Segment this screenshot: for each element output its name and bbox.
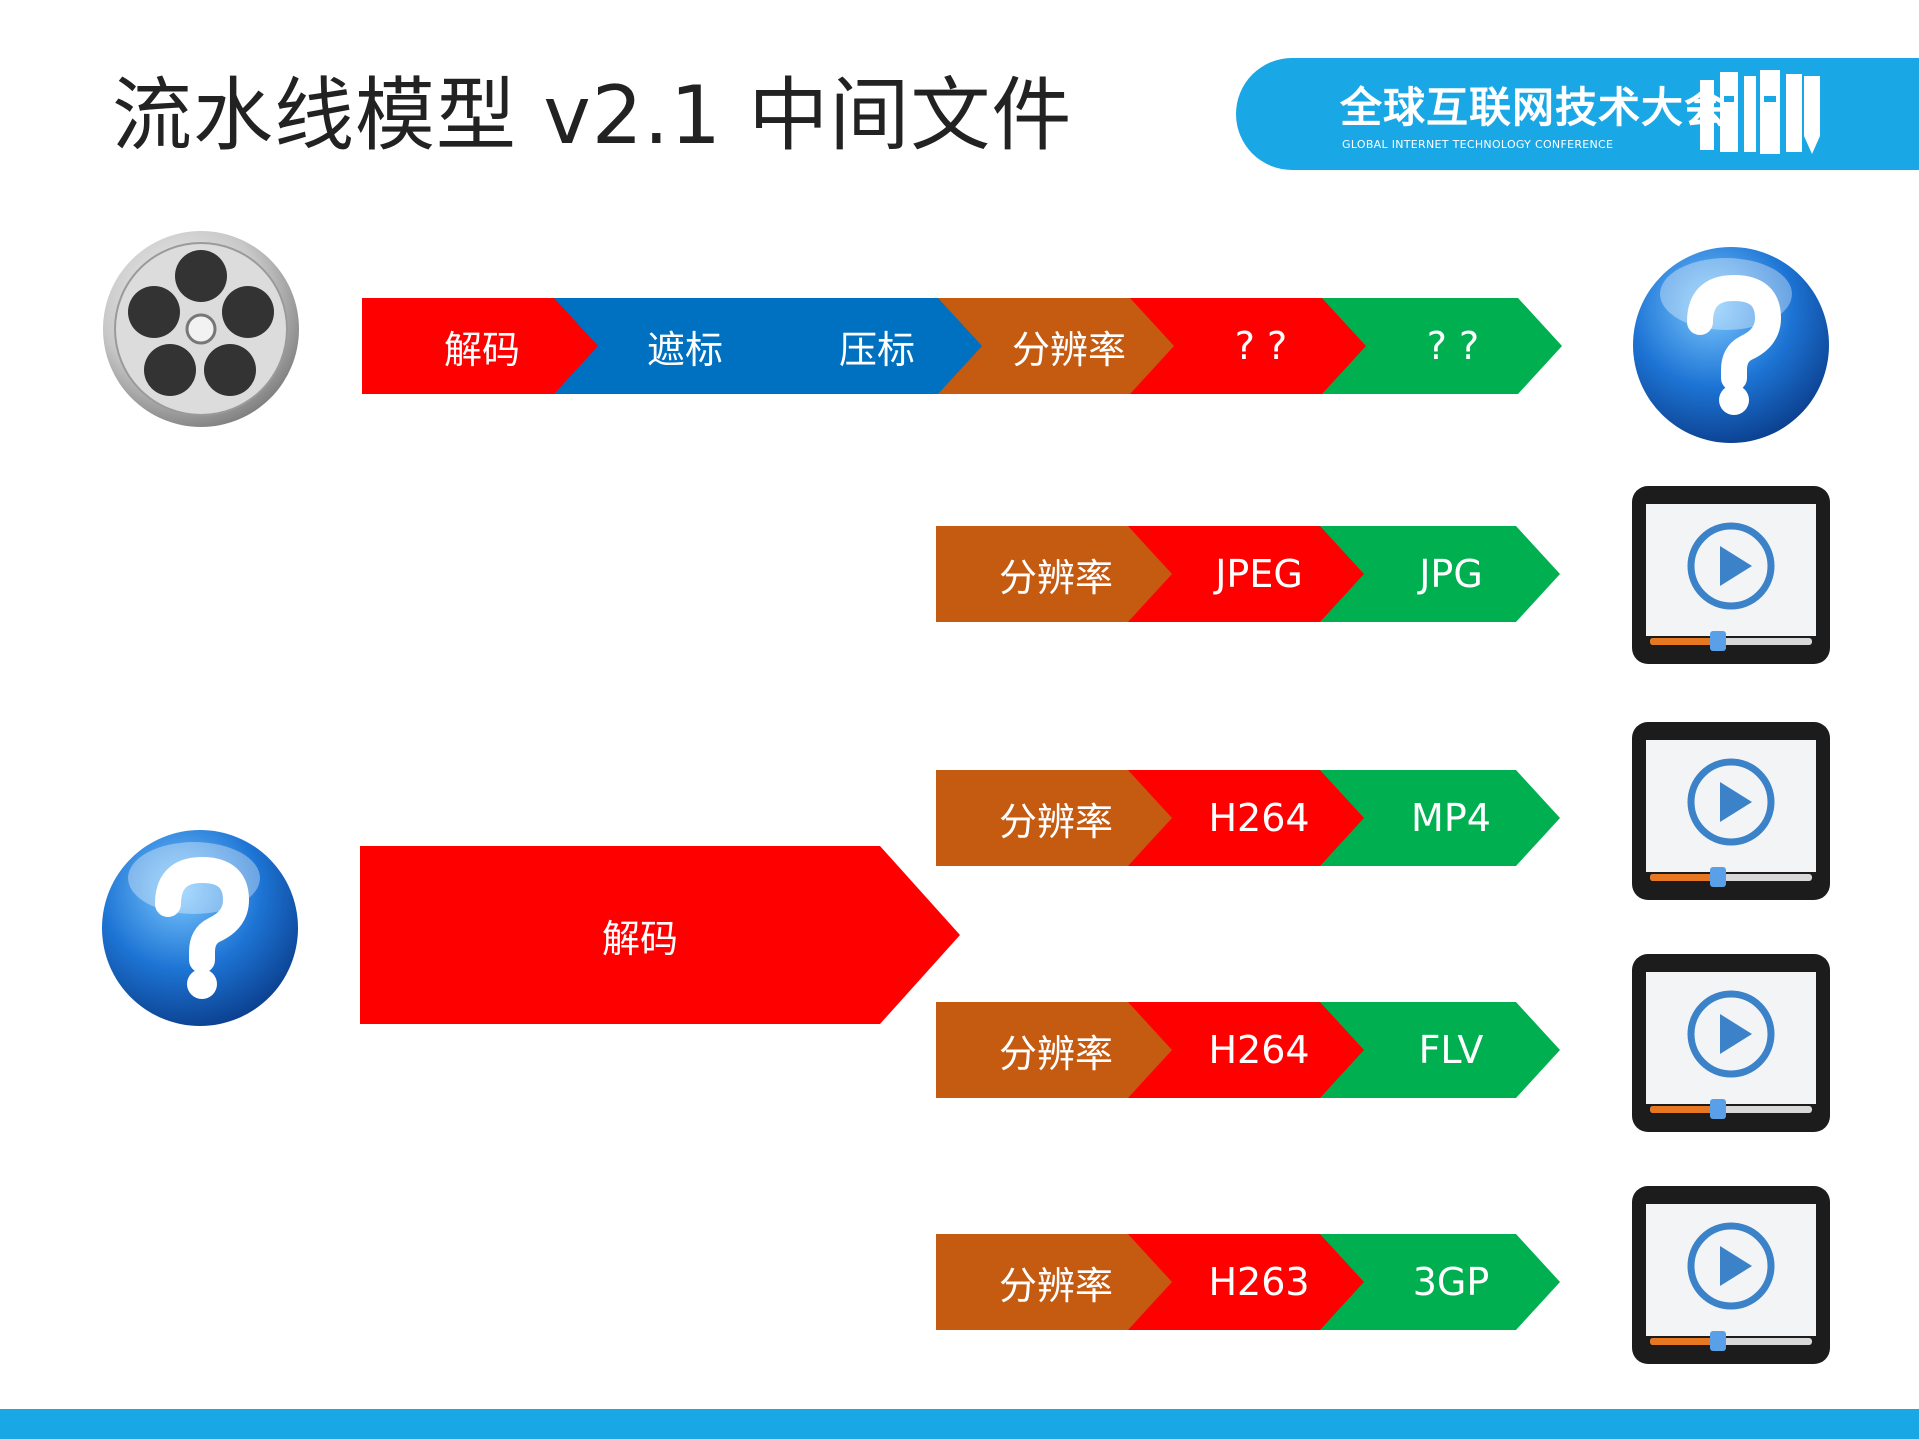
stage-label: 分辨率 [998, 1031, 1113, 1076]
stage-label: ? ? [1234, 324, 1288, 368]
stage-label: 3GP [1412, 1260, 1490, 1304]
stage-label: H264 [1208, 1028, 1310, 1072]
video-player-icon [1632, 722, 1830, 900]
stage-label: 分辨率 [1011, 327, 1126, 372]
stage-label: 压标 [838, 327, 915, 372]
question-icon [1633, 247, 1829, 443]
decode-block-label: 解码 [601, 916, 678, 961]
stage-label: 分辨率 [998, 555, 1113, 600]
stage-label: 分辨率 [998, 1263, 1113, 1308]
logo-english-text: GLOBAL INTERNET TECHNOLOGY CONFERENCE [1342, 138, 1614, 151]
stage-resolution: 分辨率 [936, 526, 1176, 622]
stage-resolution: 分辨率 [936, 1234, 1176, 1330]
stage-resolution: 分辨率 [938, 298, 1178, 394]
stage-mask-logo: 遮标 [554, 298, 794, 394]
stage-resolution: 分辨率 [936, 1002, 1176, 1098]
stage-label: 分辨率 [998, 799, 1113, 844]
conference-logo-banner: 全球互联网技术大会 GLOBAL INTERNET TECHNOLOGY CON… [1236, 58, 1919, 170]
video-player-icon [1632, 486, 1830, 664]
page-title: 流水线模型 v2.1 中间文件 [112, 69, 1073, 162]
footer-bar [0, 1409, 1919, 1439]
stage-label: MP4 [1411, 796, 1491, 840]
gitc-logo-mark [1700, 70, 1820, 154]
stage-label: JPEG [1215, 552, 1303, 596]
video-player-icon [1632, 954, 1830, 1132]
stage-label: JPG [1419, 552, 1483, 596]
question-icon [102, 830, 298, 1026]
stage-label: H263 [1208, 1260, 1310, 1304]
decode-block: 解码 [360, 846, 960, 1024]
video-player-icon [1632, 1186, 1830, 1364]
stage-decode: 解码 [362, 298, 602, 394]
logo-chinese-text: 全球互联网技术大会 [1340, 83, 1728, 132]
stage-label: 遮标 [646, 327, 723, 372]
stage-label: FLV [1418, 1028, 1484, 1072]
stage-codec: H264 [1128, 1002, 1368, 1098]
stage-label: H264 [1208, 796, 1310, 840]
stage-label: ? ? [1426, 324, 1480, 368]
stage-label: 解码 [443, 327, 520, 372]
film-reel-icon [103, 231, 299, 427]
stage-resolution: 分辨率 [936, 770, 1176, 866]
